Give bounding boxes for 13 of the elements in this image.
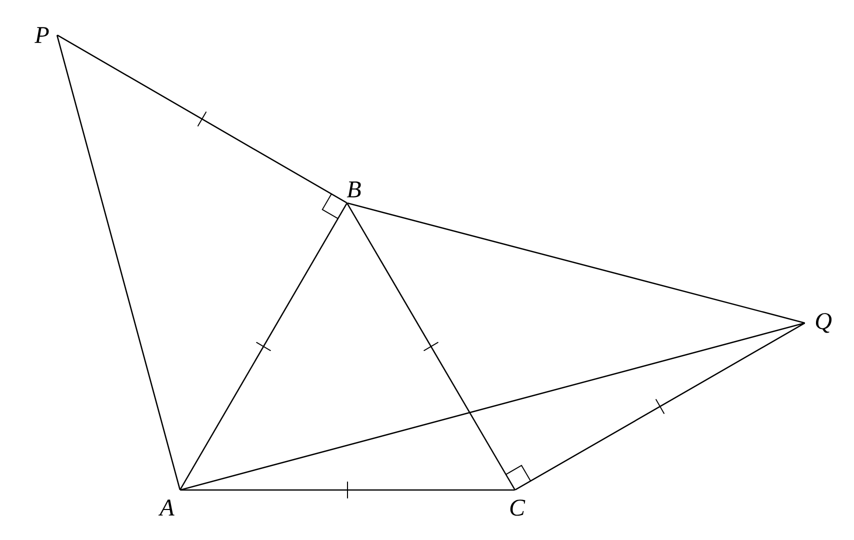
point-label: P xyxy=(34,27,49,43)
point-label: B xyxy=(346,182,361,198)
point-label: C xyxy=(510,500,526,516)
line-segment xyxy=(56,35,180,490)
line-segment xyxy=(180,489,515,491)
line-segment xyxy=(346,203,516,490)
point-label: A xyxy=(158,500,174,516)
line-segment xyxy=(180,203,348,490)
line-segment xyxy=(515,322,805,490)
line-segment xyxy=(347,202,805,324)
line-segment xyxy=(57,34,347,204)
point-label: Q xyxy=(816,313,832,333)
line-segment xyxy=(180,322,805,490)
